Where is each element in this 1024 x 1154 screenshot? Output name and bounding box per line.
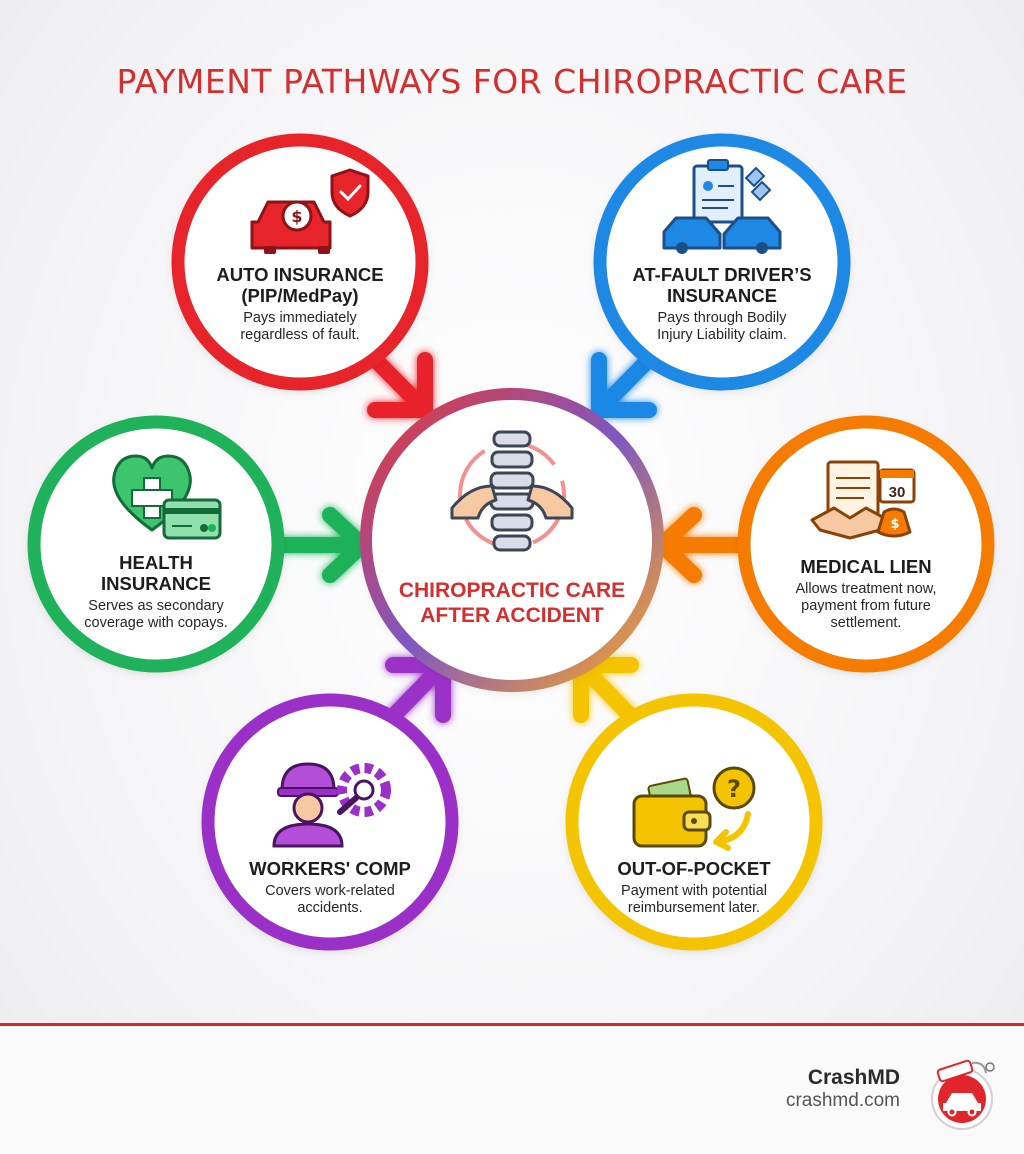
collision-claim-icon (662, 159, 782, 254)
node-title-line: INSURANCE (667, 285, 777, 306)
node-title: AUTO INSURANCE (PIP/MedPay) (202, 264, 398, 306)
node-desc-line: payment from future (801, 598, 931, 614)
node-desc-line: Pays through Bodily (657, 310, 787, 326)
node-desc-line: accidents. (297, 900, 363, 916)
node-title-line: INSURANCE (101, 573, 211, 594)
node-out-of-pocket: OUT-OF-POCKET Payment with potential rei… (596, 858, 792, 917)
node-desc-line: Covers work-related (265, 883, 395, 899)
crashmd-logo-icon (931, 1059, 995, 1130)
node-title: HEALTH INSURANCE (58, 552, 254, 594)
page-title: PAYMENT PATHWAYS FOR CHIROPRACTIC CARE (116, 62, 908, 101)
heart-card-icon (112, 454, 222, 540)
node-circle-oop: ? (565, 693, 823, 951)
node-auto-insurance: AUTO INSURANCE (PIP/MedPay) Pays immedia… (202, 264, 398, 344)
node-description: Payment with potential reimbursement lat… (596, 883, 792, 917)
arrow-lien (654, 507, 750, 583)
arrow-health (274, 507, 370, 583)
node-desc-line: Injury Liability claim. (657, 327, 787, 343)
brand-url[interactable]: crashmd.com (785, 1090, 900, 1111)
node-medical-lien: MEDICAL LIEN Allows treatment now, payme… (768, 556, 964, 632)
node-circle-workers (201, 693, 459, 951)
node-title-line: AUTO INSURANCE (216, 264, 384, 285)
node-circle-auto: $ (171, 133, 429, 391)
node-title-line: (PIP/MedPay) (241, 285, 359, 306)
center-label-line2: AFTER ACCIDENT (420, 604, 604, 627)
node-desc-line: Payment with potential (621, 883, 767, 899)
node-desc-line: coverage with copays. (84, 615, 228, 631)
node-desc-line: settlement. (830, 615, 902, 631)
svg-text:$: $ (890, 517, 899, 532)
spine-hands-icon (450, 430, 574, 552)
payment-pathways-diagram: $ (27, 133, 995, 951)
node-circle-atfault (593, 133, 851, 391)
node-circle-health (27, 415, 285, 673)
center-label-line1: CHIROPRACTIC CARE (398, 579, 626, 602)
car-shield-icon: $ (250, 168, 370, 254)
node-desc-line: regardless of fault. (240, 327, 360, 343)
footer (0, 1026, 1024, 1154)
center-label: CHIROPRACTIC CARE AFTER ACCIDENT (386, 578, 638, 628)
worker-gear-icon (272, 762, 391, 848)
node-title-line: MEDICAL LIEN (800, 556, 932, 577)
handshake-document-icon: 30 $ (810, 460, 916, 540)
svg-text:?: ? (727, 775, 741, 803)
footer-divider (0, 1023, 1024, 1026)
node-at-fault-insurance: AT-FAULT DRIVER’S INSURANCE Pays through… (624, 264, 820, 344)
node-title-line: AT-FAULT DRIVER’S (632, 264, 812, 285)
node-title-line: HEALTH (119, 552, 193, 573)
node-desc-line: Pays immediately (243, 310, 357, 326)
brand-name: CrashMD (807, 1066, 900, 1089)
node-description: Pays through Bodily Injury Liability cla… (624, 310, 820, 344)
node-workers-comp: WORKERS' COMP Covers work-related accide… (232, 858, 428, 917)
node-description: Pays immediately regardless of fault. (202, 310, 398, 344)
node-desc-line: Serves as secondary (88, 598, 224, 614)
node-title: WORKERS' COMP (232, 858, 428, 879)
calendar-number: 30 (889, 484, 906, 501)
wallet-question-icon: ? (632, 766, 756, 851)
center-node (360, 388, 664, 692)
node-desc-line: Allows treatment now, (795, 581, 937, 597)
node-title: AT-FAULT DRIVER’S INSURANCE (624, 264, 820, 306)
node-health-insurance: HEALTH INSURANCE Serves as secondary cov… (58, 552, 254, 632)
node-description: Allows treatment now, payment from futur… (768, 581, 964, 632)
node-description: Serves as secondary coverage with copays… (58, 598, 254, 632)
node-title-line: OUT-OF-POCKET (617, 858, 771, 879)
node-circle-lien: 30 $ (737, 415, 995, 673)
node-desc-line: reimbursement later. (627, 900, 761, 916)
node-title-line: WORKERS' COMP (249, 858, 411, 879)
node-description: Covers work-related accidents. (232, 883, 428, 917)
node-title: OUT-OF-POCKET (596, 858, 792, 879)
svg-text:$: $ (291, 207, 302, 226)
node-title: MEDICAL LIEN (768, 556, 964, 577)
